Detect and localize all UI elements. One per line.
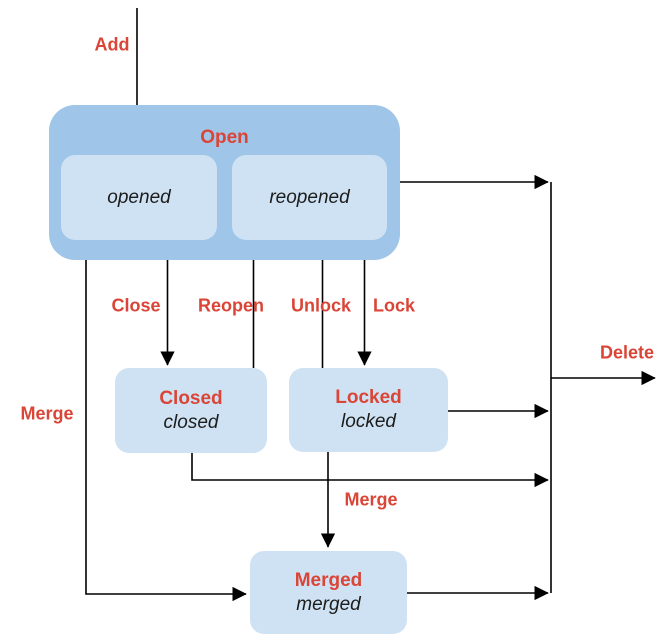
state-closed-subtitle: closed — [163, 411, 219, 433]
transition-label-merge-bottom: Merge — [344, 489, 398, 510]
state-merged-subtitle: merged — [296, 593, 361, 615]
arrow-merge-open-to-merged — [85, 260, 247, 602]
transition-label-delete: Delete — [599, 342, 655, 363]
transition-label-unlock: Unlock — [290, 295, 352, 316]
state-open-label: Open — [200, 127, 249, 148]
state-group-open: Open opened reopened — [49, 105, 400, 260]
transition-label-reopen: Reopen — [197, 295, 265, 316]
state-merged-title: Merged — [294, 569, 363, 591]
arrow-closed-merge-to-collector — [191, 453, 549, 488]
state-reopened-label: reopened — [269, 186, 350, 208]
state-closed: Closed closed — [115, 368, 267, 453]
state-reopened: reopened — [232, 155, 387, 240]
transition-label-lock: Lock — [372, 295, 416, 316]
transition-label-close: Close — [111, 295, 161, 316]
state-locked-subtitle: locked — [341, 411, 396, 432]
transition-label-add: Add — [94, 34, 130, 55]
state-locked: Locked locked — [289, 368, 448, 452]
transition-label-merge-left: Merge — [20, 403, 74, 424]
state-merged: Merged merged — [250, 551, 407, 634]
state-opened: opened — [61, 155, 217, 240]
state-closed-title: Closed — [159, 387, 223, 409]
state-opened-label: opened — [107, 186, 171, 208]
state-locked-title: Locked — [335, 387, 402, 409]
